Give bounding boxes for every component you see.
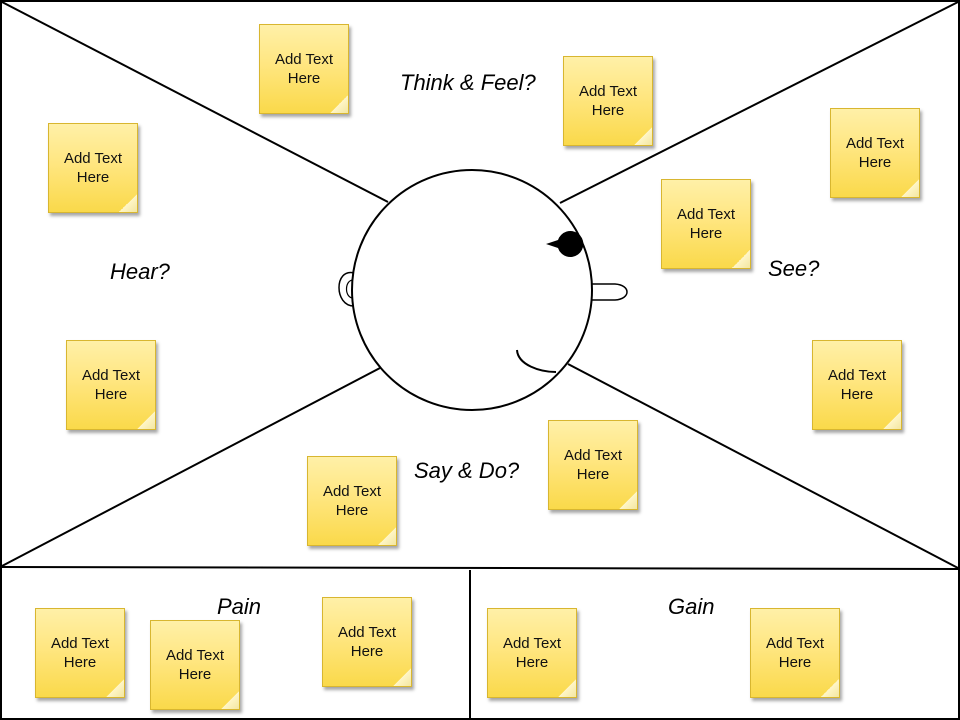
sticky-note-text: Add Text Here: [337, 624, 397, 660]
sticky-curl: [901, 179, 919, 197]
sticky-note-text: Add Text Here: [827, 367, 887, 403]
sticky-note-text: Add Text Here: [578, 83, 638, 119]
sticky-note-text: Add Text Here: [165, 647, 225, 683]
sticky-note-text: Add Text Here: [81, 367, 141, 403]
sticky-note-text: Add Text Here: [502, 635, 562, 671]
sticky-note-text: Add Text Here: [765, 635, 825, 671]
head-circle: [351, 169, 593, 411]
sticky-note[interactable]: Add Text Here: [150, 620, 240, 710]
section-label-see: See?: [768, 256, 820, 281]
section-label-think-feel: Think & Feel?: [400, 70, 536, 95]
sticky-note[interactable]: Add Text Here: [661, 179, 751, 269]
sticky-curl: [378, 527, 396, 545]
sticky-note[interactable]: Add Text Here: [830, 108, 920, 198]
sticky-note[interactable]: Add Text Here: [307, 456, 397, 546]
nose-icon: [591, 283, 628, 301]
sticky-curl: [221, 691, 239, 709]
divider-top-left: [1, 1, 389, 203]
section-label-pain: Pain: [217, 594, 262, 619]
mouth-icon: [516, 349, 557, 373]
sticky-note[interactable]: Add Text Here: [750, 608, 840, 698]
sticky-curl: [330, 95, 348, 113]
sticky-curl: [119, 194, 137, 212]
section-label-hear: Hear?: [110, 259, 170, 284]
sticky-note[interactable]: Add Text Here: [563, 56, 653, 146]
sticky-note[interactable]: Add Text Here: [66, 340, 156, 430]
sticky-curl: [634, 127, 652, 145]
sticky-curl: [137, 411, 155, 429]
sticky-note[interactable]: Add Text Here: [812, 340, 902, 430]
sticky-note[interactable]: Add Text Here: [322, 597, 412, 687]
sticky-note-text: Add Text Here: [322, 483, 382, 519]
sticky-note[interactable]: Add Text Here: [259, 24, 349, 114]
sticky-curl: [732, 250, 750, 268]
divider-bottom-left: [1, 367, 381, 567]
sticky-curl: [619, 491, 637, 509]
divider-bottom-panel: [1, 566, 959, 570]
sticky-note[interactable]: Add Text Here: [48, 123, 138, 213]
sticky-note[interactable]: Add Text Here: [548, 420, 638, 510]
section-label-gain: Gain: [668, 594, 715, 619]
sticky-curl: [106, 679, 124, 697]
eye-icon: [546, 231, 584, 257]
sticky-note[interactable]: Add Text Here: [487, 608, 577, 698]
sticky-note-text: Add Text Here: [845, 135, 905, 171]
sticky-note-text: Add Text Here: [563, 447, 623, 483]
divider-bottom-right: [567, 363, 959, 569]
sticky-note-text: Add Text Here: [63, 150, 123, 186]
ear-icon: [338, 272, 355, 307]
section-label-say-do: Say & Do?: [414, 458, 520, 483]
sticky-curl: [558, 679, 576, 697]
sticky-note-text: Add Text Here: [676, 206, 736, 242]
sticky-note-text: Add Text Here: [50, 635, 110, 671]
divider-top-right: [559, 1, 959, 204]
sticky-curl: [883, 411, 901, 429]
sticky-curl: [393, 668, 411, 686]
sticky-note-text: Add Text Here: [274, 51, 334, 87]
sticky-curl: [821, 679, 839, 697]
sticky-note[interactable]: Add Text Here: [35, 608, 125, 698]
